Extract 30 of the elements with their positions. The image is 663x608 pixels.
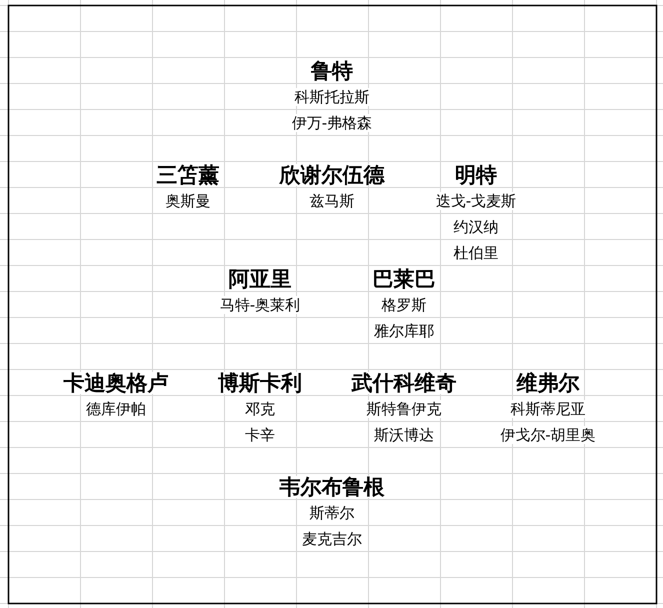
name-text: 格罗斯	[382, 296, 426, 314]
name-text: 斯沃博达	[374, 426, 434, 444]
name-text: 伊万-弗格森	[292, 114, 372, 132]
name-text: 约汉纳	[454, 218, 498, 236]
name-heading: 博斯卡利	[218, 372, 302, 394]
name-text: 斯特鲁伊克	[366, 400, 442, 418]
name-text: 德库伊帕	[86, 400, 146, 418]
name-heading: 欣谢尔伍德	[280, 164, 384, 186]
name-text: 迭戈-戈麦斯	[436, 192, 516, 210]
name-heading: 鲁特	[311, 60, 353, 82]
name-text: 斯蒂尔	[310, 504, 354, 522]
name-text: 邓克	[245, 400, 275, 418]
name-text: 伊戈尔-胡里奥	[500, 426, 596, 444]
name-text: 杜伯里	[454, 244, 498, 262]
name-heading: 明特	[455, 164, 497, 186]
name-heading: 武什科维奇	[352, 372, 456, 394]
name-heading: 维弗尔	[516, 372, 580, 394]
name-text: 卡辛	[245, 426, 275, 444]
name-text: 科斯蒂尼亚	[510, 400, 586, 418]
name-text: 麦克吉尔	[302, 530, 362, 548]
name-text: 兹马斯	[310, 192, 354, 210]
name-heading: 韦尔布鲁根	[280, 476, 384, 498]
name-heading: 巴莱巴	[372, 268, 436, 290]
name-heading: 三笘薰	[156, 164, 220, 186]
name-text: 马特-奥莱利	[220, 296, 300, 314]
name-text: 科斯托拉斯	[294, 88, 370, 106]
name-text: 雅尔库耶	[374, 322, 434, 340]
name-heading: 阿亚里	[228, 268, 292, 290]
name-text: 奥斯曼	[166, 192, 210, 210]
name-heading: 卡迪奥格卢	[64, 372, 168, 394]
